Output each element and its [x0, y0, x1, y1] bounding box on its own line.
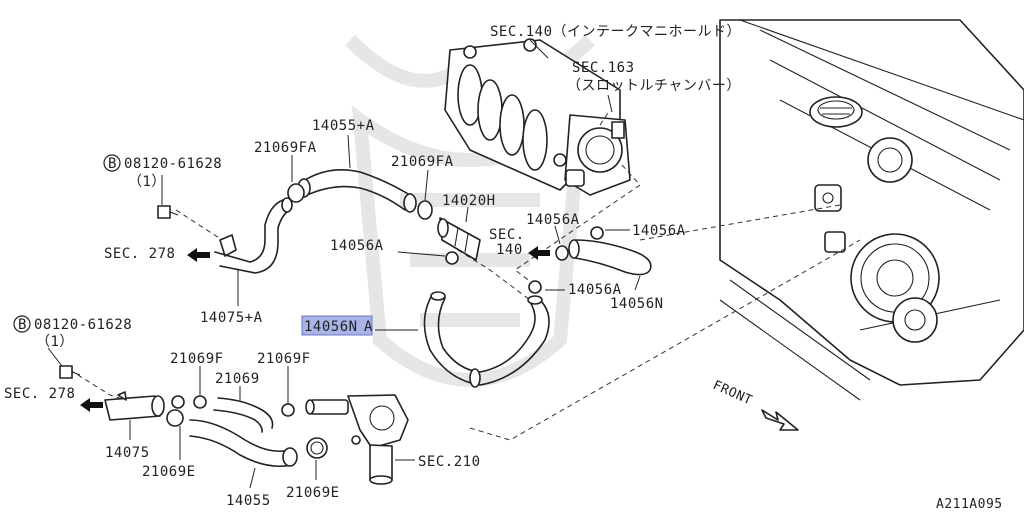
- label-bolt-lower-qty: （1）: [36, 334, 74, 350]
- label-14075: 14075: [105, 445, 150, 461]
- label-14075a: 14075+A: [200, 310, 263, 326]
- label-bolt-upper-qty: （1）: [128, 174, 166, 190]
- label-14056a-c: 14056A: [568, 282, 622, 298]
- label-14056n: 14056N: [610, 296, 664, 312]
- label-sec210: SEC.210: [418, 454, 481, 470]
- label-14055a: 14055+A: [312, 118, 375, 134]
- sec278-upper-arrow: [187, 248, 210, 262]
- sec140-arrow: [528, 246, 550, 260]
- label-14056a-b: 14056A: [632, 223, 686, 239]
- label-throttle-chamber: （スロットルチャンバー）: [567, 78, 741, 94]
- pipe-14020h: [437, 217, 481, 265]
- bolt-upper-circle-letter: B: [108, 156, 117, 172]
- lower-bolt: [59, 365, 81, 379]
- label-bolt-lower: 08120-61628: [34, 317, 132, 333]
- label-21069fa-right: 21069FA: [391, 154, 454, 170]
- label-sec278-upper: SEC. 278: [104, 246, 175, 262]
- label-21069: 21069: [215, 371, 260, 387]
- label-sec163: SEC.163: [572, 60, 635, 76]
- label-21069f-left: 21069F: [170, 351, 224, 367]
- label-21069fa-left: 21069FA: [254, 140, 317, 156]
- label-21069e-left: 21069E: [142, 464, 196, 480]
- label-21069f-right: 21069F: [257, 351, 311, 367]
- hose-14055a: [287, 169, 433, 220]
- label-14056na-suffix: A: [364, 319, 373, 335]
- label-14056a-a: 14056A: [526, 212, 580, 228]
- hose-14075a: [214, 197, 293, 274]
- label-sec140-manifold: SEC.140（インテークマニホールド）: [490, 24, 741, 40]
- label-front: FRONT: [710, 378, 754, 409]
- label-21069e-bottom: 21069E: [286, 485, 340, 501]
- throttle-chamber: [564, 114, 631, 196]
- label-14055: 14055: [226, 493, 271, 509]
- oil-filler-cap: [809, 96, 863, 128]
- selected-part-highlight: [301, 315, 373, 336]
- thermostat-housing: [305, 394, 409, 485]
- label-14056na-highlight[interactable]: 14056N: [304, 319, 358, 335]
- label-14020h: 14020H: [442, 193, 496, 209]
- hose-21069: [193, 395, 295, 433]
- leader-lines: [47, 39, 641, 489]
- front-arrow: [761, 409, 799, 431]
- hose-14055: [189, 419, 328, 468]
- engine-block: [719, 19, 1024, 401]
- label-sec140-line1: SEC.: [489, 227, 525, 243]
- label-14056a-mid: 14056A: [330, 238, 384, 254]
- diagram-code: A211A095: [936, 497, 1003, 511]
- label-sec140-line2: 140: [496, 242, 523, 258]
- bolt-lower-circle-letter: B: [18, 317, 27, 333]
- upper-bolt: [157, 205, 179, 219]
- label-sec278-lower: SEC. 278: [4, 386, 75, 402]
- hose-14056na: [423, 291, 550, 388]
- sec278-lower-arrow: [80, 398, 103, 412]
- hose-14056n: [528, 226, 652, 294]
- label-bolt-upper: 08120-61628: [124, 156, 222, 172]
- bolt-marker-upper: [103, 154, 121, 172]
- bolt-marker-lower: [13, 315, 31, 333]
- pipe-14075: [104, 391, 185, 427]
